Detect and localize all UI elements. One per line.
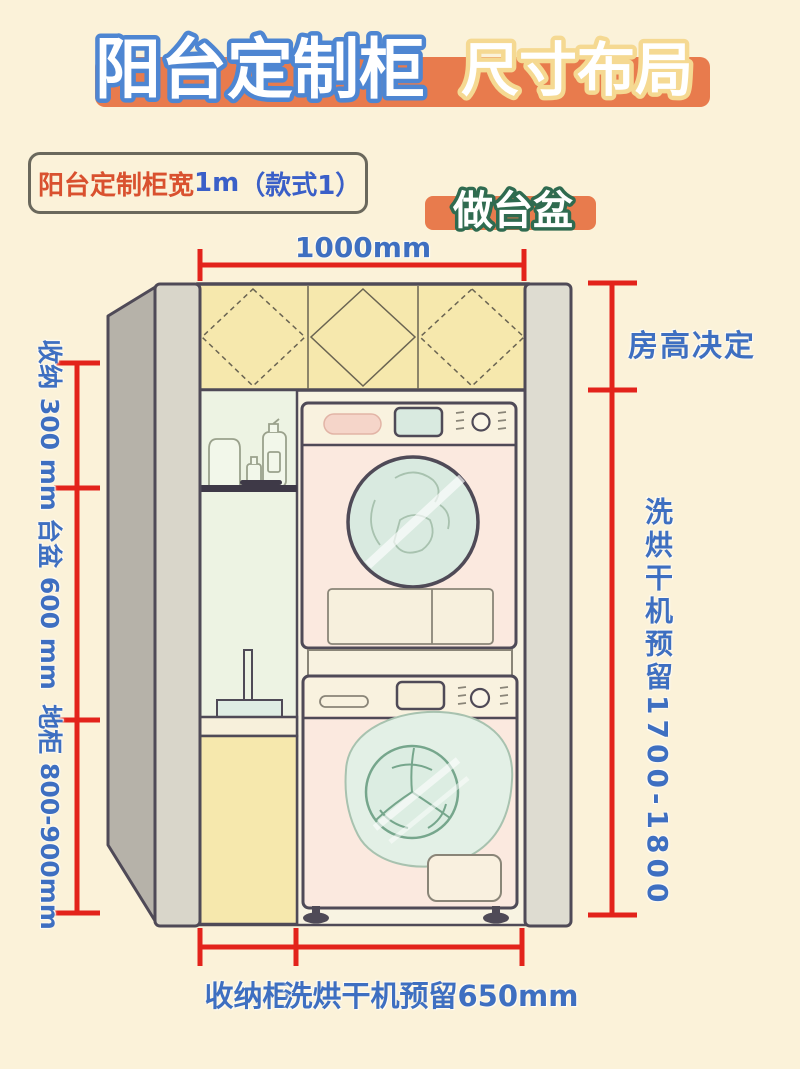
basin-tag-label: 做台盆 [452, 188, 573, 234]
basin-tag-text: 做台盆 [449, 185, 577, 238]
dryer-illustration [300, 401, 518, 650]
style-label-suffix: （款式1） [239, 170, 362, 201]
dimension-machine-reserve-height: 洗烘干机预留1700-1800 [641, 497, 674, 908]
dryer-display [393, 406, 444, 438]
dimension-storage-300: 收纳 300 mm [35, 339, 64, 511]
top-cabinet [196, 282, 530, 392]
title-text: 阳台定制柜 尺寸布局 [91, 27, 698, 113]
dimension-ceiling-height: 房高决定 [628, 329, 756, 364]
washer-display [395, 680, 446, 711]
dimension-base-800-900: 地柜 800-900mm [35, 704, 64, 930]
washer-knob [469, 687, 491, 709]
dryer-badge [323, 413, 382, 435]
cabinet-door-swing-left [200, 287, 307, 388]
page-title-sub: 尺寸布局 [461, 36, 693, 104]
dimension-basin-600: 台盆 600 mm [35, 518, 64, 690]
dimension-lines [54, 249, 637, 966]
dimension-top-width: 1000mm [294, 231, 432, 264]
style-label-prefix: 阳台定制柜宽 [38, 170, 195, 201]
basin-tag-bar [425, 196, 596, 230]
washer-feet [303, 906, 509, 924]
machine-spacer [307, 649, 513, 678]
dryer-knob [471, 412, 491, 432]
title-bar [95, 57, 710, 107]
page-title-main: 阳台定制柜 [95, 31, 425, 108]
cabinet-door-swing-center [309, 287, 417, 388]
left-pillar [153, 282, 202, 928]
shelf-board [201, 485, 297, 492]
base-cabinet [198, 734, 299, 926]
style-label-value: 1m [194, 168, 240, 198]
cabinet-door-swing-right [418, 287, 526, 388]
dimension-storage-cabinet: 收纳柜 [204, 979, 292, 1013]
washer-illustration [301, 674, 519, 924]
washer-filter-door [427, 854, 502, 902]
left-side-panel [106, 284, 159, 926]
faucet-icon [216, 649, 283, 718]
counter-top [198, 715, 299, 738]
dimension-machine-reserve-width: 洗烘干机预留650mm [283, 979, 579, 1013]
right-pillar [523, 282, 573, 928]
storage-column [198, 388, 299, 926]
washer-badge [319, 695, 369, 708]
